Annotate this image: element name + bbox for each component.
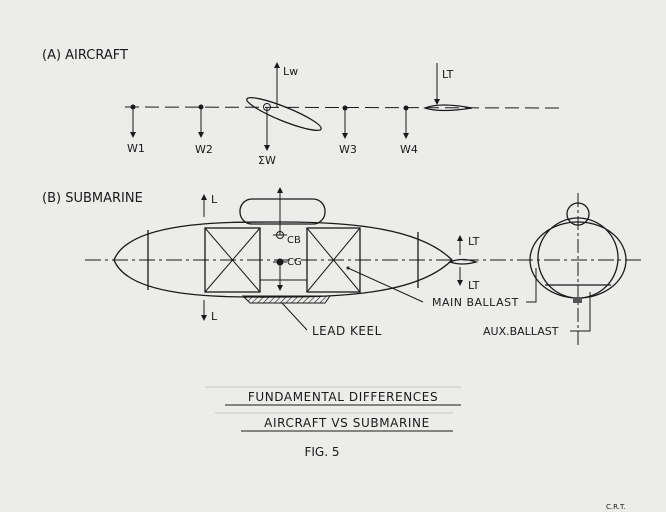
label-lt: LT [442, 68, 454, 81]
label-cb: CB [287, 235, 301, 246]
label-cg: CG [287, 257, 302, 268]
wing-airfoil [246, 97, 322, 131]
label-lt-down: LT [468, 279, 480, 292]
label-lead-keel: LEAD KEEL [312, 324, 382, 338]
label-w1: W1 [127, 142, 145, 155]
cross-section-view [529, 193, 627, 345]
hull [113, 221, 453, 298]
label-lw: Lw [283, 65, 298, 78]
cg-symbol [263, 103, 271, 111]
label-l-up: L [211, 193, 218, 206]
label-lt-up: LT [468, 235, 480, 248]
label-main-ballast: MAIN BALLAST [432, 296, 519, 309]
caption-line2: AIRCRAFT VS SUBMARINE [264, 416, 430, 430]
tail-airfoil [423, 104, 473, 112]
label-w2: W2 [195, 143, 213, 156]
label-aux-ballast: AUX.BALLAST [483, 325, 559, 338]
weight-points [130, 104, 409, 151]
leader-lines [281, 266, 591, 332]
lead-keel [241, 295, 331, 304]
author-initials: C.R.T. [606, 503, 626, 511]
submarine-section: (B) SUBMARINE CB CG L L LT LT [42, 187, 645, 345]
label-l-down: L [211, 310, 218, 323]
label-sum-w: ΣW [258, 154, 276, 167]
figure-number: FIG. 5 [304, 445, 339, 459]
label-w4: W4 [400, 143, 418, 156]
label-w3: W3 [339, 143, 357, 156]
submarine-title: (B) SUBMARINE [42, 191, 143, 206]
aircraft-title: (A) AIRCRAFT [42, 48, 128, 63]
conning-tower [239, 198, 326, 225]
caption: FUNDAMENTAL DIFFERENCES AIRCRAFT VS SUBM… [205, 386, 461, 459]
caption-line1: FUNDAMENTAL DIFFERENCES [248, 390, 438, 404]
aircraft-section: (A) AIRCRAFT W1 W2 ΣW W3 W4 Lw LT [42, 48, 561, 167]
fuselage-axis [124, 106, 561, 109]
stern-plane [448, 258, 479, 265]
main-ballast-tanks [204, 227, 361, 293]
